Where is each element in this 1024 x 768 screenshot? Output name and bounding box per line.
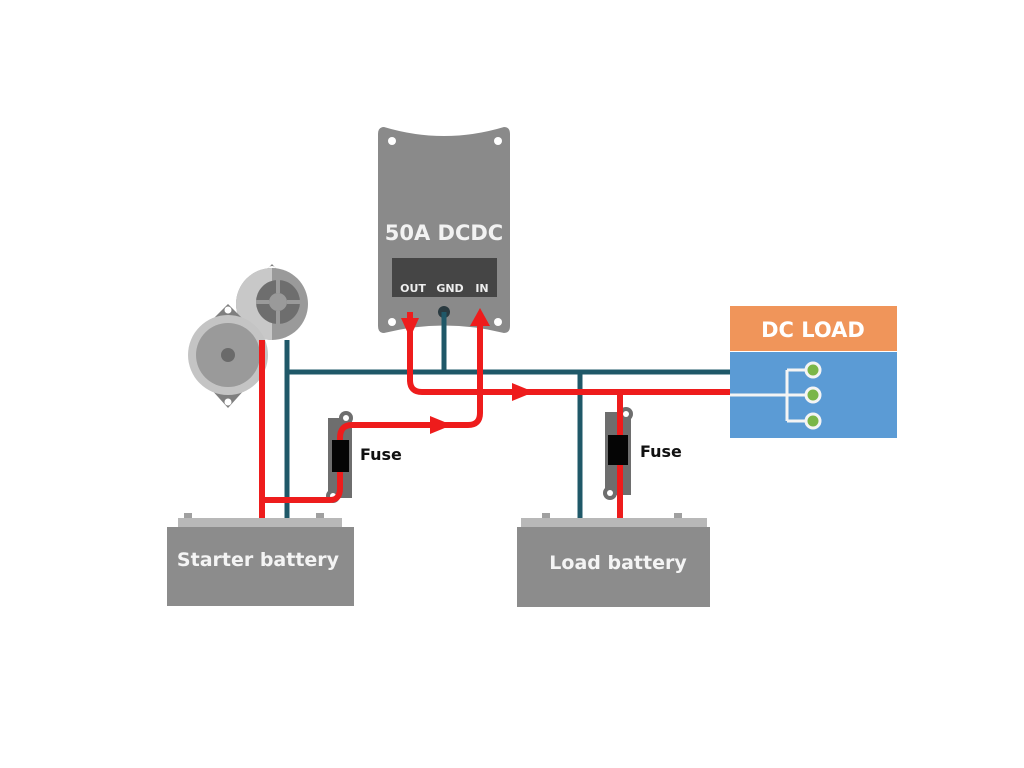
terminal-out-label: OUT — [400, 282, 426, 295]
battery-icon — [167, 513, 354, 606]
dc-load-title: DC LOAD — [761, 318, 865, 342]
load-distribution-icon — [730, 361, 822, 430]
battery-icon — [517, 513, 710, 607]
fuse-cartridge — [608, 435, 628, 465]
load-battery-label: Load battery — [549, 552, 687, 574]
terminal-in-label: IN — [475, 282, 488, 295]
fuse-label: Fuse — [360, 445, 402, 464]
starter-battery-label: Starter battery — [177, 549, 340, 571]
current-arrows — [401, 308, 534, 434]
negative-wires — [284, 312, 732, 522]
fuse-label: Fuse — [640, 442, 682, 461]
converter-title: 50A DCDC — [385, 221, 503, 245]
alternator-icon — [188, 264, 308, 408]
dc-load: DC LOAD — [730, 306, 897, 438]
terminal-gnd-label: GND — [436, 282, 463, 295]
dcdc-converter: 50A DCDC OUT GND IN — [378, 127, 510, 333]
fuse-cartridge — [332, 440, 349, 472]
